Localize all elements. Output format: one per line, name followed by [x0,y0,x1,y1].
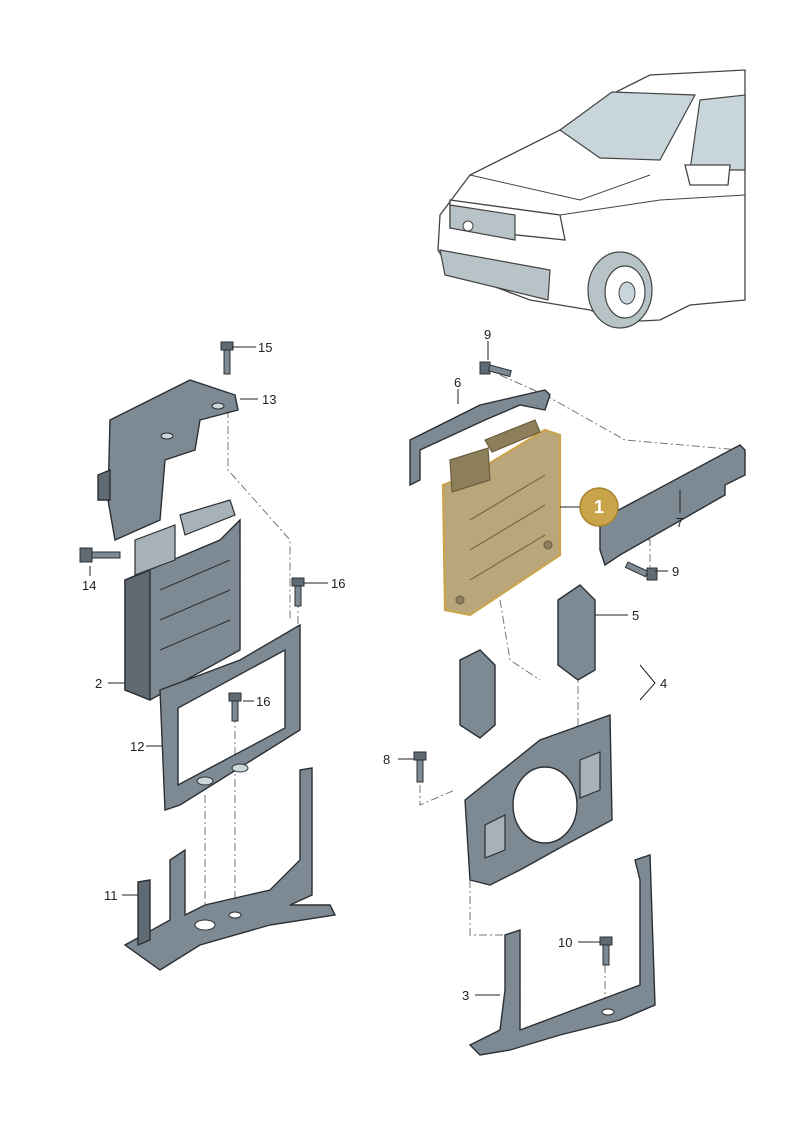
callout-14[interactable]: 14 [82,578,96,593]
lower-bracket-part-3 [468,854,656,1056]
callout-3[interactable]: 3 [462,988,469,1003]
callout-2[interactable]: 2 [95,676,102,691]
control-unit-part-2 [124,499,241,702]
frame-part-12 [159,623,301,811]
module-part-4 [459,649,496,739]
callout-13[interactable]: 13 [262,392,276,407]
right-assembly [409,361,746,1056]
screw-part-10 [599,936,613,966]
bolt-part-14 [79,547,121,563]
callout-8[interactable]: 8 [383,752,390,767]
cover-part-13 [107,379,239,542]
callout-10[interactable]: 10 [558,935,572,950]
bracket-part-6 [409,389,551,487]
callout-9-lower[interactable]: 9 [672,564,679,579]
callout-1-badge[interactable]: 1 [579,487,619,527]
screw-part-16-lower [228,692,242,722]
callout-12[interactable]: 12 [130,739,144,754]
callout-5[interactable]: 5 [632,608,639,623]
callout-16-upper[interactable]: 16 [331,576,345,591]
screw-part-8 [413,751,427,783]
callout-labels: 1 15 13 14 16 2 16 12 11 9 6 7 9 5 4 8 1… [82,327,683,1003]
screw-part-9-upper [479,361,512,378]
rail-part-7 [599,444,746,567]
vehicle-illustration [437,69,746,329]
screw-part-16-upper [291,577,305,607]
control-unit-part-1-highlighted [441,419,562,617]
callout-4[interactable]: 4 [660,676,667,691]
callout-7[interactable]: 7 [676,515,683,530]
callout-16-lower[interactable]: 16 [256,694,270,709]
lower-bracket-part-11 [123,767,337,971]
left-assembly [79,341,337,971]
leader-lines [89,341,681,996]
callout-9-upper[interactable]: 9 [484,327,491,342]
callout-11[interactable]: 11 [104,888,118,903]
screw-part-15 [220,341,234,375]
callout-6[interactable]: 6 [454,375,461,390]
callout-1: 1 [594,497,604,517]
connector-part-5 [557,584,596,681]
screw-part-9-lower [624,561,658,581]
callout-15[interactable]: 15 [258,340,272,355]
